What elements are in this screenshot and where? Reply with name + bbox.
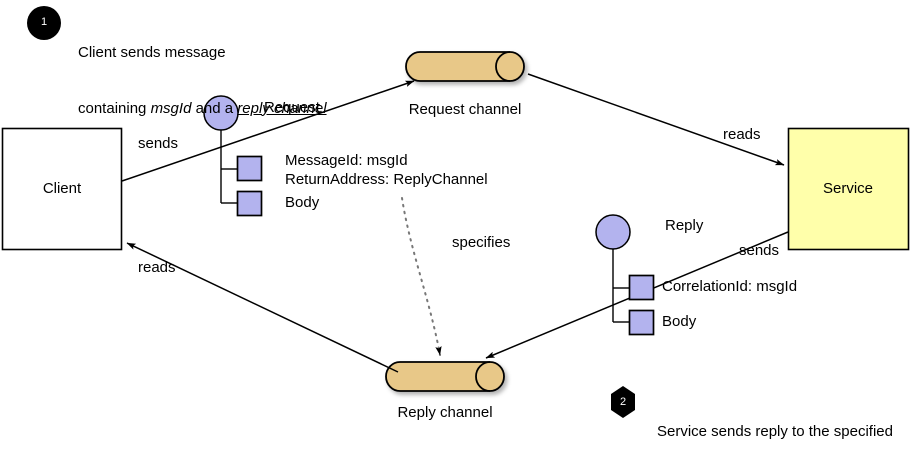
request-message-header-line-2: ReturnAddress: ReplyChannel (285, 171, 488, 188)
edge-label-specifies: specifies (452, 234, 511, 251)
edge-return-address-specifies[interactable] (401, 197, 442, 356)
step-1-note-msgid: msgId (150, 99, 192, 117)
reply-channel-end-cap (475, 361, 491, 392)
step-1-note-line-2-plain-b: and a (191, 99, 238, 117)
edge-label-client-sends: sends (138, 135, 179, 152)
reply-message-body-square (628, 309, 655, 336)
request-message-header-line-1: MessageId: msgId (285, 152, 408, 169)
reply-message-header-line-1: CorrelationId: msgId (662, 278, 798, 295)
message-request[interactable] (203, 95, 263, 217)
step-2-note-line-1: Service sends reply to the specified (657, 422, 893, 440)
node-reply-channel[interactable] (385, 361, 505, 392)
step-1-note-line-2-plain-a: containing (78, 99, 151, 117)
step-1-badge-circle (27, 6, 61, 40)
request-message-label: Request (264, 99, 320, 116)
request-channel-label: Request channel (408, 101, 522, 118)
step-1-note-reply-channel-link[interactable]: reply channel (237, 99, 327, 117)
node-client[interactable] (1, 127, 123, 251)
edge-service-reads-request[interactable] (527, 73, 785, 166)
service-box-shape (787, 127, 910, 251)
edge-client-reads-reply[interactable] (126, 242, 399, 373)
step-1-note: Client sends message containing msgId an… (78, 6, 327, 156)
edge-label-client-reads: reads (138, 259, 176, 276)
step-2-badge-number: 2 (619, 396, 627, 408)
request-message-circle (203, 95, 239, 131)
request-message-body-square (236, 190, 263, 217)
step-2-badge-hexagon (611, 386, 635, 418)
reply-message-header-square (628, 274, 655, 301)
reply-message-label: Reply (665, 217, 704, 234)
reply-channel-body (385, 361, 505, 392)
edge-label-service-reads: reads (723, 126, 761, 143)
step-1-note-line-2: containing msgId and a reply channel (78, 100, 327, 119)
step-1-badge-number: 1 (40, 16, 48, 28)
request-channel-body (405, 51, 525, 82)
step-1-note-line-1: Client sends message (78, 43, 226, 61)
client-label: Client (42, 180, 82, 197)
message-reply[interactable] (595, 214, 655, 336)
reply-message-circle (595, 214, 631, 250)
edge-label-service-sends: sends (739, 242, 780, 259)
node-service[interactable] (787, 127, 910, 251)
node-request-channel[interactable] (405, 51, 525, 82)
reply-message-body-label: Body (662, 313, 697, 330)
step-2-note: Service sends reply to the specified rep… (657, 385, 893, 467)
reply-channel-label: Reply channel (397, 404, 493, 421)
request-channel-end-cap (495, 51, 511, 82)
client-box-shape (1, 127, 123, 251)
edge-client-sends-request[interactable] (121, 80, 415, 182)
service-label: Service (822, 180, 874, 197)
request-message-body-label: Body (285, 194, 320, 211)
request-message-header-square (236, 155, 263, 182)
